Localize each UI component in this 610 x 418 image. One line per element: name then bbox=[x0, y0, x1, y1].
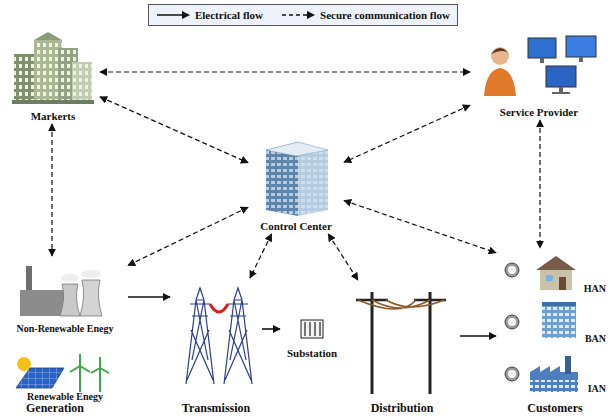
communication-flow-arrow bbox=[100, 97, 248, 163]
node-label: Distribution bbox=[346, 402, 458, 415]
node-label: HAN bbox=[498, 283, 606, 294]
office-building-icon bbox=[542, 302, 576, 338]
node-label: IAN bbox=[498, 383, 606, 394]
icon-node: Service Provider bbox=[472, 30, 606, 118]
icon-node: Renewable Enegy bbox=[4, 350, 126, 402]
transmission-tower bbox=[186, 288, 252, 384]
legend-text: Electrical flow bbox=[195, 9, 263, 21]
legend-entry: Electrical flow bbox=[156, 9, 263, 21]
communication-flow-arrow bbox=[344, 201, 496, 253]
group-label: Customers bbox=[527, 402, 582, 415]
communication-flow-arrow bbox=[100, 71, 470, 72]
renewable-icon bbox=[16, 354, 109, 392]
node-label: Renewable Enegy bbox=[4, 391, 126, 402]
house-icon bbox=[536, 256, 576, 290]
icon-node: Transmission bbox=[172, 280, 260, 415]
substation-icon bbox=[301, 320, 323, 338]
icon-node: Markerts bbox=[8, 30, 98, 122]
node-label: Markerts bbox=[8, 110, 98, 122]
communication-flow-arrow bbox=[328, 234, 358, 280]
electrical-flow-arrow bbox=[128, 296, 170, 298]
icon-node: Non-Renewable Enegy bbox=[4, 258, 126, 334]
icon-node: Substation bbox=[282, 315, 342, 359]
icon-node: Control Center bbox=[250, 136, 342, 232]
service-provider-icon bbox=[484, 36, 596, 96]
communication-flow-arrow bbox=[51, 124, 52, 256]
legend-entry: Secure communication flow bbox=[281, 9, 450, 21]
communication-flow-arrow bbox=[250, 234, 272, 278]
icon-node: IAN bbox=[498, 350, 606, 394]
node-label: Substation bbox=[282, 347, 342, 359]
markets-icon bbox=[12, 32, 94, 104]
legend: Electrical flow Secure communication flow bbox=[148, 4, 458, 26]
node-label: Control Center bbox=[250, 220, 342, 232]
icon-node: HAN bbox=[498, 250, 606, 294]
factory-icon bbox=[530, 356, 578, 392]
icon-node: Distribution bbox=[346, 282, 458, 415]
distribution-poles bbox=[356, 292, 446, 394]
node-label: BAN bbox=[498, 333, 606, 344]
control-center-icon bbox=[266, 142, 328, 216]
power-plant-icon bbox=[20, 266, 102, 316]
legend-sample bbox=[156, 11, 190, 19]
smart-meter bbox=[505, 263, 519, 381]
communication-flow-arrow bbox=[344, 105, 470, 162]
electrical-flow-arrow bbox=[460, 335, 496, 337]
legend-text: Secure communication flow bbox=[320, 9, 450, 21]
electrical-flow-arrow bbox=[262, 328, 280, 330]
node-label: Non-Renewable Enegy bbox=[4, 323, 126, 334]
node-label: Service Provider bbox=[472, 106, 606, 118]
communication-flow-arrow bbox=[539, 120, 540, 248]
legend-sample bbox=[281, 11, 315, 19]
node-label: Transmission bbox=[172, 402, 260, 415]
communication-flow-arrow bbox=[128, 207, 248, 265]
group-label: Generation bbox=[26, 402, 84, 415]
icon-node: BAN bbox=[498, 300, 606, 344]
